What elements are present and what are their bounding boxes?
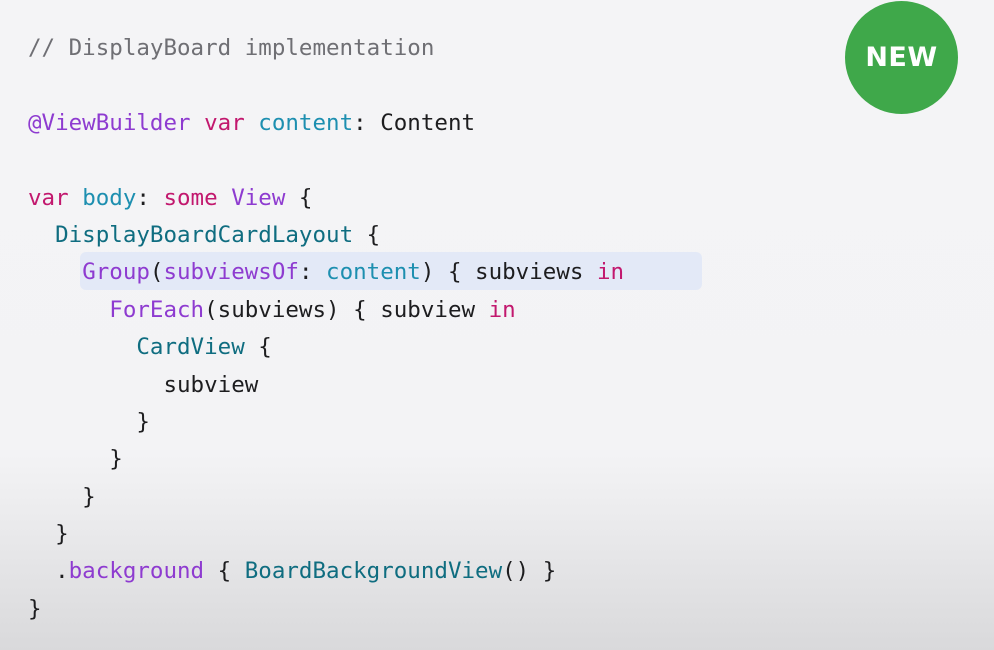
code-token bbox=[28, 259, 82, 285]
code-token: subviewsOf bbox=[163, 259, 299, 286]
new-badge-label: NEW bbox=[865, 42, 938, 73]
code-line: DisplayBoardCardLayout { bbox=[28, 217, 624, 254]
code-token: { bbox=[285, 184, 313, 211]
code-line-highlighted: Group(subviewsOf: content) { subviews in bbox=[28, 254, 624, 291]
code-token: . bbox=[28, 558, 69, 585]
code-token: : Content bbox=[353, 109, 476, 136]
code-token bbox=[28, 297, 109, 323]
code-token: : bbox=[136, 184, 164, 211]
code-token: View bbox=[231, 184, 286, 211]
code-token: { bbox=[353, 221, 381, 248]
code-line: } bbox=[28, 591, 624, 628]
code-token: { bbox=[204, 558, 245, 585]
code-token: @ViewBuilder bbox=[28, 109, 191, 136]
new-badge: NEW bbox=[845, 1, 958, 114]
code-token bbox=[218, 185, 232, 211]
code-token: var bbox=[204, 109, 245, 136]
code-token: } bbox=[28, 408, 150, 435]
code-token: in bbox=[488, 296, 516, 323]
code-token: } bbox=[28, 483, 96, 510]
code-token: content bbox=[258, 109, 354, 136]
code-line: } bbox=[28, 441, 624, 478]
code-token: CardView bbox=[136, 334, 245, 361]
code-token: var bbox=[28, 184, 69, 211]
code-token: // DisplayBoard implementation bbox=[28, 35, 435, 61]
code-line bbox=[28, 142, 624, 179]
code-token: content bbox=[326, 259, 421, 286]
code-token: body bbox=[82, 184, 137, 211]
code-token: DisplayBoardCardLayout bbox=[55, 221, 354, 248]
code-line: } bbox=[28, 479, 624, 516]
code-token: { bbox=[244, 334, 272, 361]
code-token: some bbox=[163, 184, 218, 211]
code-token: } bbox=[28, 521, 69, 548]
code-token: background bbox=[68, 558, 205, 585]
code-line: } bbox=[28, 404, 624, 441]
code-token: ) { subviews bbox=[420, 259, 597, 286]
code-token: subview bbox=[28, 371, 259, 398]
code-token: Group bbox=[82, 259, 150, 286]
code-line: var body: some View { bbox=[28, 180, 624, 217]
code-token: () } bbox=[502, 558, 557, 585]
code-token: (subviews) { subview bbox=[204, 296, 489, 323]
highlighted-line-background bbox=[80, 252, 702, 290]
code-token: BoardBackgroundView bbox=[244, 558, 503, 585]
code-token bbox=[245, 110, 259, 136]
code-line: ForEach(subviews) { subview in bbox=[28, 292, 624, 329]
code-block: // DisplayBoard implementation @ViewBuild… bbox=[28, 30, 624, 628]
code-token bbox=[191, 110, 205, 136]
code-line: .background { BoardBackgroundView() } bbox=[28, 553, 624, 590]
code-token: in bbox=[596, 259, 625, 286]
code-token bbox=[28, 222, 55, 248]
code-token: ( bbox=[149, 259, 164, 286]
code-token bbox=[69, 185, 83, 211]
code-token: : bbox=[298, 259, 327, 286]
code-line: @ViewBuilder var content: Content bbox=[28, 105, 624, 142]
code-token bbox=[28, 334, 136, 360]
code-token: ForEach bbox=[109, 296, 205, 323]
code-line: subview bbox=[28, 367, 624, 404]
code-line: CardView { bbox=[28, 329, 624, 366]
code-token: } bbox=[28, 446, 123, 473]
code-line bbox=[28, 67, 624, 104]
code-token: } bbox=[28, 595, 42, 622]
code-line: } bbox=[28, 516, 624, 553]
code-line: // DisplayBoard implementation bbox=[28, 30, 624, 67]
